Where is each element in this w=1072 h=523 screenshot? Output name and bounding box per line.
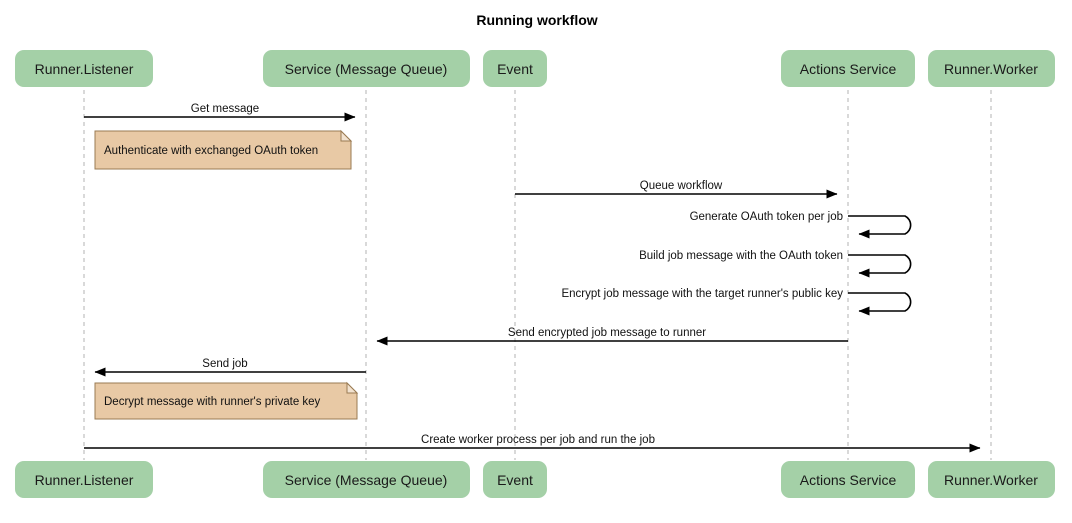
participant-box[interactable] — [483, 50, 547, 87]
message-label: Encrypt job message with the target runn… — [561, 288, 843, 300]
participant-service-message-queue-bottom[interactable]: Service (Message Queue) — [263, 461, 470, 498]
message-label: Create worker process per job and run th… — [421, 434, 655, 446]
participant-box[interactable] — [15, 50, 153, 87]
message-label: Build job message with the OAuth token — [639, 250, 843, 262]
message-send-encrypted-job-message-to-runner[interactable]: Send encrypted job message to runner — [376, 327, 848, 346]
participant-box[interactable] — [781, 50, 915, 87]
participant-label: Actions Service — [800, 61, 897, 77]
note-text: Decrypt message with runner's private ke… — [104, 396, 321, 408]
message-get-message[interactable]: Get message — [84, 103, 356, 122]
message-label: Send encrypted job message to runner — [508, 327, 706, 339]
participants-footer: Runner.Listener Service (Message Queue) … — [15, 461, 1055, 498]
note-decrypt: Decrypt message with runner's private ke… — [94, 381, 359, 420]
participant-box[interactable] — [928, 50, 1055, 87]
participant-label: Event — [497, 61, 533, 77]
participant-label: Runner.Worker — [944, 472, 1038, 488]
message-label: Send job — [202, 358, 247, 370]
participant-box[interactable] — [928, 461, 1055, 498]
participant-runner-worker-top[interactable]: Runner.Worker — [928, 50, 1055, 87]
participant-event-bottom[interactable]: Event — [483, 461, 547, 498]
message-self-loop[interactable] — [848, 215, 912, 239]
participant-label: Runner.Listener — [35, 61, 134, 77]
message-create-worker-process-per-job[interactable]: Create worker process per job and run th… — [84, 434, 981, 453]
message-label: Generate OAuth token per job — [690, 211, 843, 223]
participant-label: Runner.Listener — [35, 472, 134, 488]
note-shape — [94, 382, 358, 420]
participant-label: Service (Message Queue) — [285, 472, 448, 488]
message-build-job-message-with-oauth-token[interactable]: Build job message with the OAuth token — [639, 250, 912, 278]
participant-runner-listener-bottom[interactable]: Runner.Listener — [15, 461, 153, 498]
participant-actions-service-top[interactable]: Actions Service — [781, 50, 915, 87]
note-fold-corner — [346, 381, 359, 394]
participants-header: Runner.Listener Service (Message Queue) … — [15, 50, 1055, 87]
note-authenticate: Authenticate with exchanged OAuth token — [94, 129, 353, 170]
message-queue-workflow[interactable]: Queue workflow — [515, 180, 838, 199]
participant-runner-listener-top[interactable]: Runner.Listener — [15, 50, 153, 87]
participant-event-top[interactable]: Event — [483, 50, 547, 87]
message-self-loop[interactable] — [848, 254, 912, 278]
message-self-loop[interactable] — [848, 292, 912, 316]
participant-box[interactable] — [781, 461, 915, 498]
participant-actions-service-bottom[interactable]: Actions Service — [781, 461, 915, 498]
participant-box[interactable] — [263, 50, 470, 87]
participant-box[interactable] — [483, 461, 547, 498]
lifelines-group — [83, 90, 992, 460]
message-generate-oauth-token-per-job[interactable]: Generate OAuth token per job — [690, 211, 912, 239]
page-title: Running workflow — [476, 12, 597, 28]
message-encrypt-job-message-with-public-key[interactable]: Encrypt job message with the target runn… — [561, 288, 912, 316]
note-text: Authenticate with exchanged OAuth token — [104, 145, 318, 157]
participant-box[interactable] — [15, 461, 153, 498]
participant-label: Actions Service — [800, 472, 897, 488]
message-label: Get message — [191, 103, 259, 115]
message-label: Queue workflow — [640, 180, 723, 192]
participant-label: Event — [497, 472, 533, 488]
participant-label: Service (Message Queue) — [285, 61, 448, 77]
note-fold-corner — [340, 129, 353, 142]
participant-label: Runner.Worker — [944, 61, 1038, 77]
participant-service-message-queue-top[interactable]: Service (Message Queue) — [263, 50, 470, 87]
note-shape — [94, 130, 352, 170]
participant-runner-worker-bottom[interactable]: Runner.Worker — [928, 461, 1055, 498]
participant-box[interactable] — [263, 461, 470, 498]
message-send-job[interactable]: Send job — [94, 358, 366, 377]
